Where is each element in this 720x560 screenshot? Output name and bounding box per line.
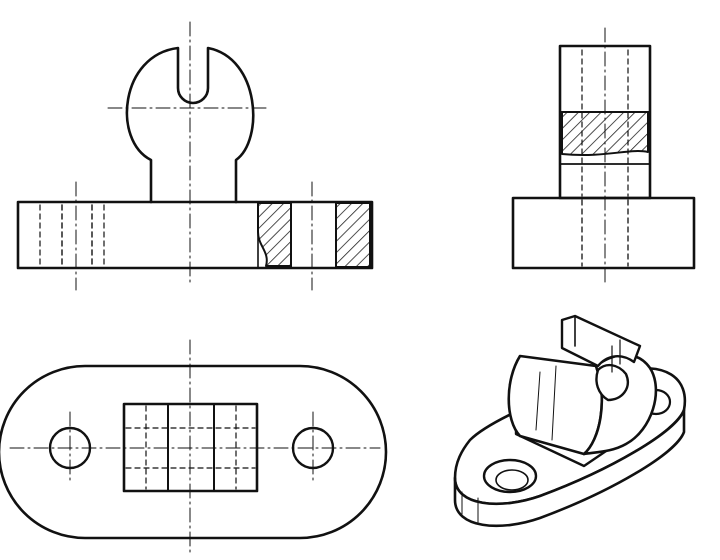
- front-section-hatch-right: [335, 202, 371, 268]
- front-view: [16, 21, 374, 291]
- side-view: [511, 27, 696, 283]
- isometric-view: [453, 314, 687, 528]
- front-upright-outline: [125, 46, 255, 204]
- front-section-hatch-left: [257, 202, 292, 267]
- top-obround-outline: [0, 364, 388, 540]
- side-base-plate: [511, 196, 696, 270]
- iso-fork-tab-left: [560, 314, 642, 368]
- top-view: [0, 339, 388, 553]
- front-base-plate: [16, 200, 374, 270]
